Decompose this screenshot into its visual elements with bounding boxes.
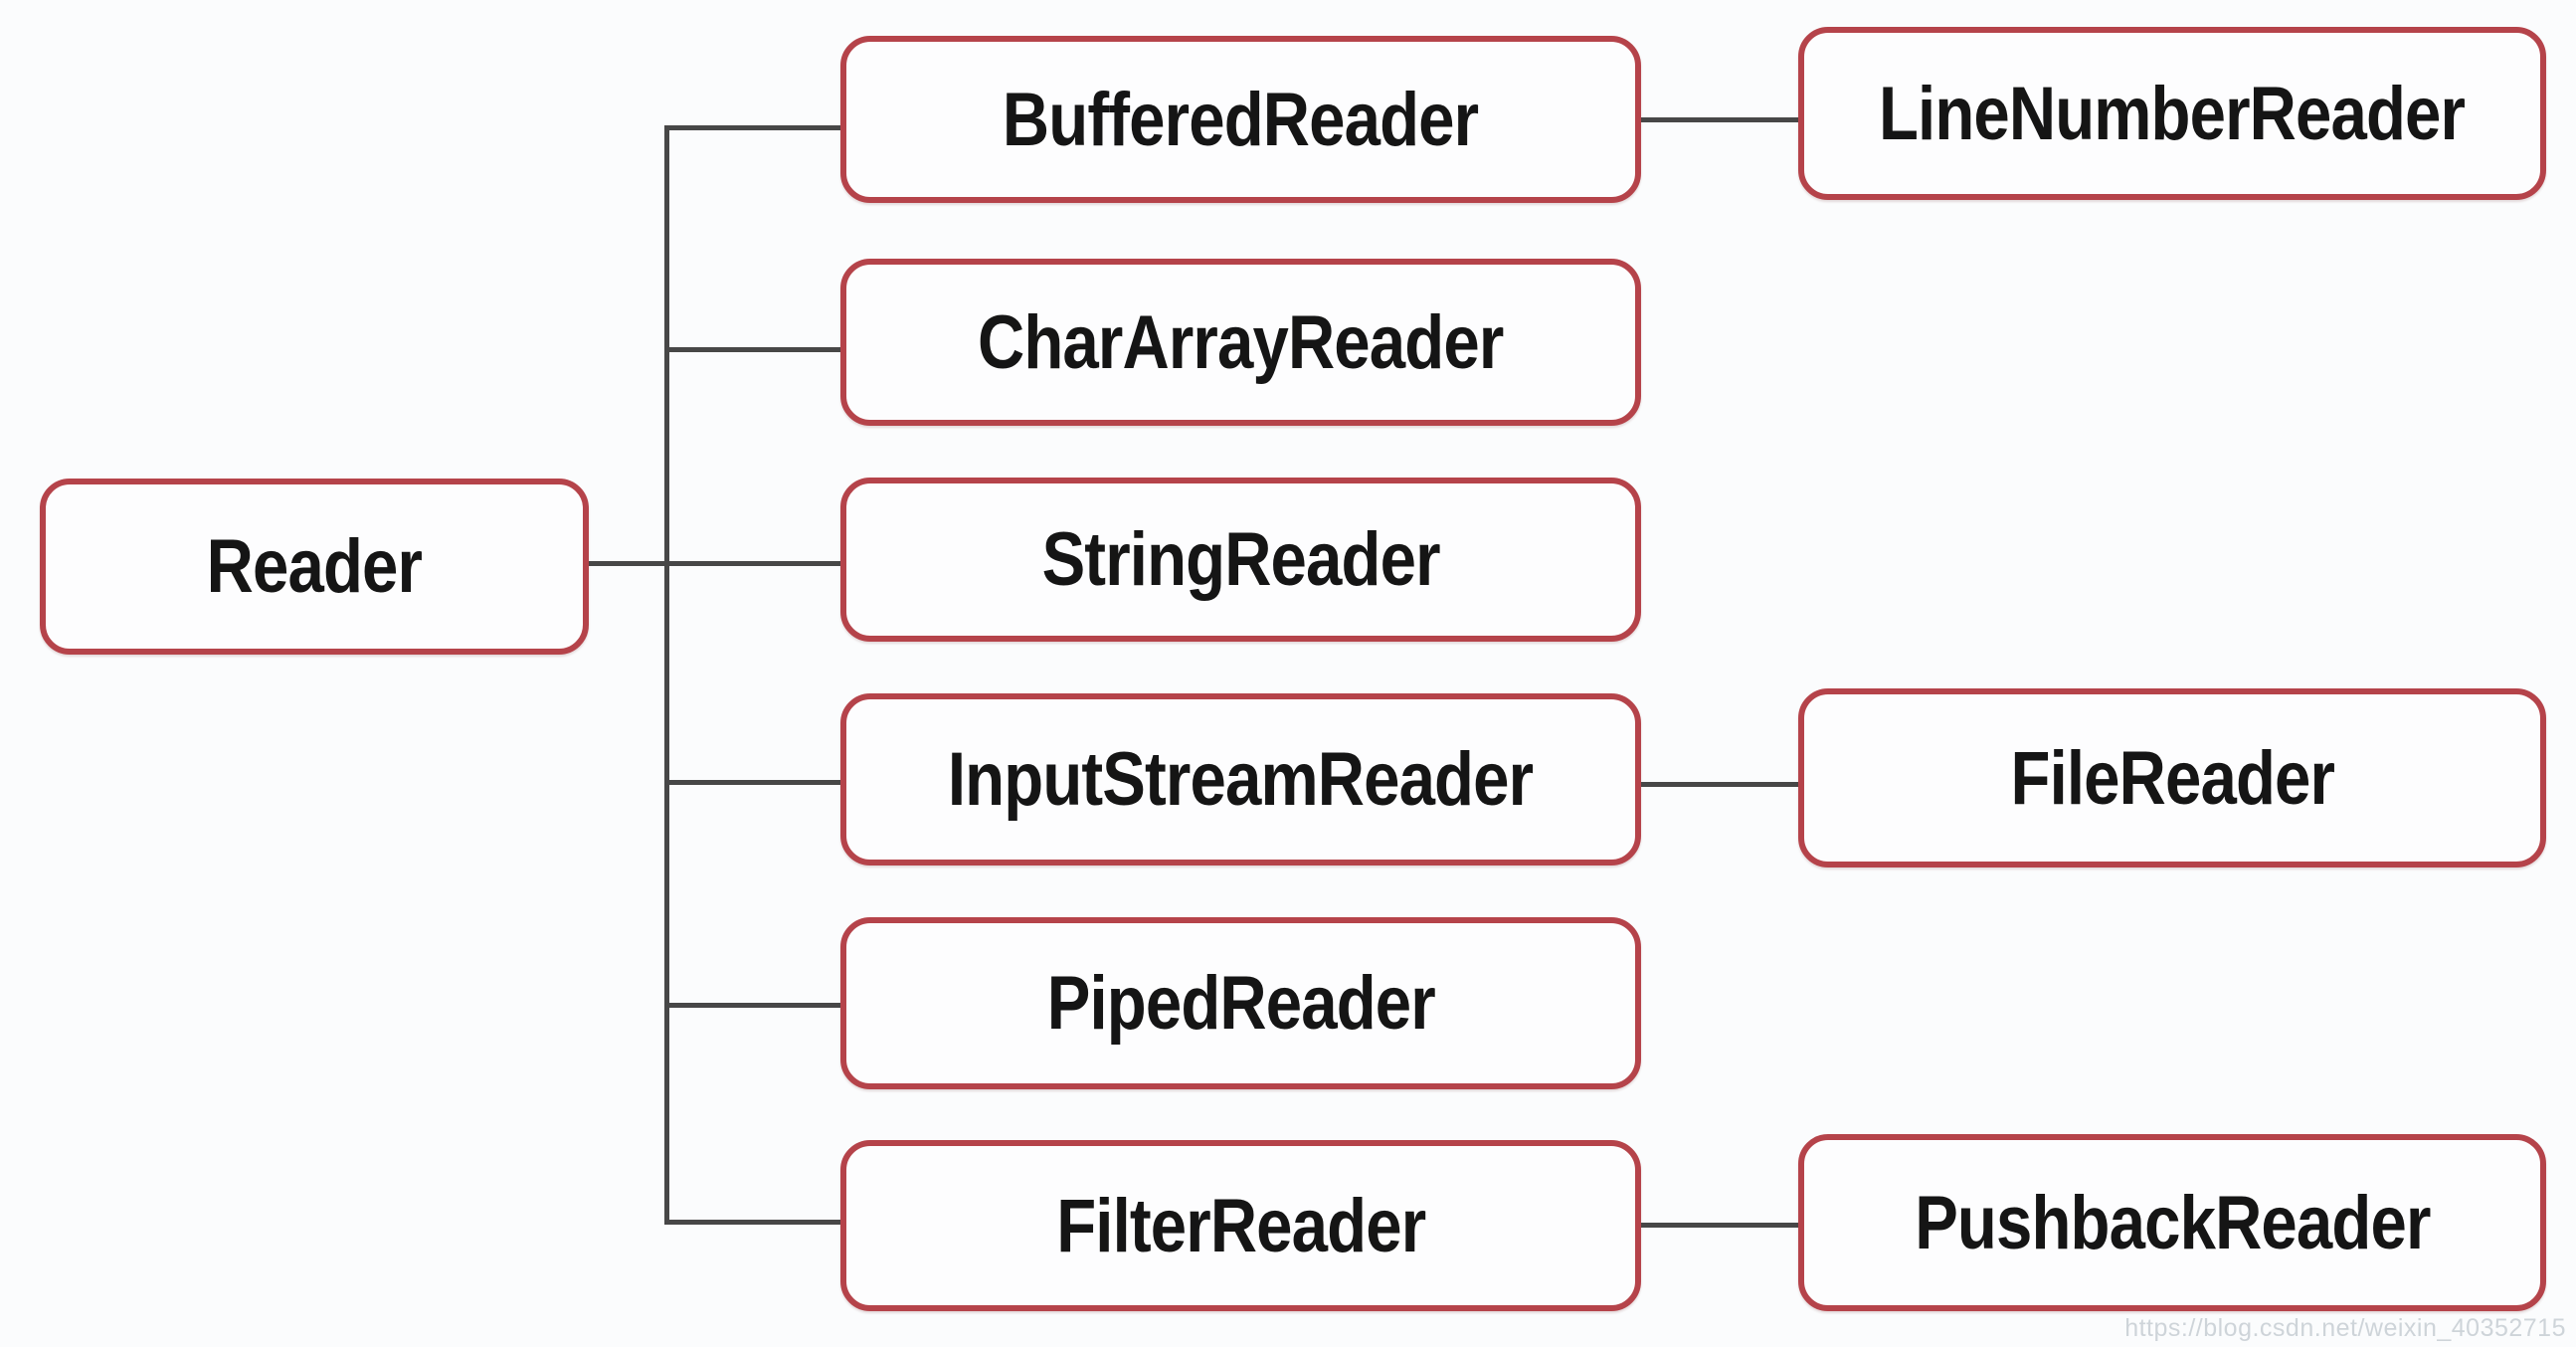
edge-trunk-vertical	[664, 125, 669, 1225]
node-chararrayreader: CharArrayReader	[840, 259, 1641, 426]
node-pipedreader-label: PipedReader	[1046, 961, 1435, 1046]
node-linenumberreader-label: LineNumberReader	[1879, 71, 2466, 156]
edge-reader-to-stringreader	[585, 561, 843, 566]
node-chararrayreader-label: CharArrayReader	[978, 299, 1504, 385]
edge-reader-to-filterreader	[664, 1220, 843, 1225]
node-filereader: FileReader	[1798, 688, 2546, 867]
node-stringreader: StringReader	[840, 478, 1641, 642]
edge-reader-to-inputstreamreader	[664, 780, 843, 785]
csdn-watermark: https://blog.csdn.net/weixin_40352715	[2124, 1314, 2566, 1342]
node-bufferedreader-label: BufferedReader	[1003, 77, 1479, 162]
node-inputstreamreader: InputStreamReader	[840, 693, 1641, 866]
node-linenumberreader: LineNumberReader	[1798, 27, 2546, 200]
edge-reader-to-chararrayreader	[664, 347, 843, 352]
edge-filterreader-to-pushbackreader	[1637, 1223, 1802, 1228]
edge-bufferedreader-to-linenumberreader	[1637, 117, 1802, 122]
node-pushbackreader: PushbackReader	[1798, 1134, 2546, 1311]
node-stringreader-label: StringReader	[1041, 517, 1440, 602]
node-filereader-label: FileReader	[2010, 735, 2334, 821]
node-bufferedreader: BufferedReader	[840, 36, 1641, 203]
edge-inputstreamreader-to-filereader	[1637, 782, 1802, 787]
node-inputstreamreader-label: InputStreamReader	[948, 737, 1534, 822]
node-filterreader-label: FilterReader	[1055, 1183, 1426, 1268]
node-reader-label: Reader	[206, 524, 423, 609]
edge-reader-to-pipedreader	[664, 1003, 843, 1008]
node-pushbackreader-label: PushbackReader	[1914, 1180, 2431, 1265]
node-pipedreader: PipedReader	[840, 917, 1641, 1089]
edge-reader-to-bufferedreader	[664, 125, 843, 130]
node-filterreader: FilterReader	[840, 1140, 1641, 1311]
node-reader: Reader	[40, 479, 589, 655]
